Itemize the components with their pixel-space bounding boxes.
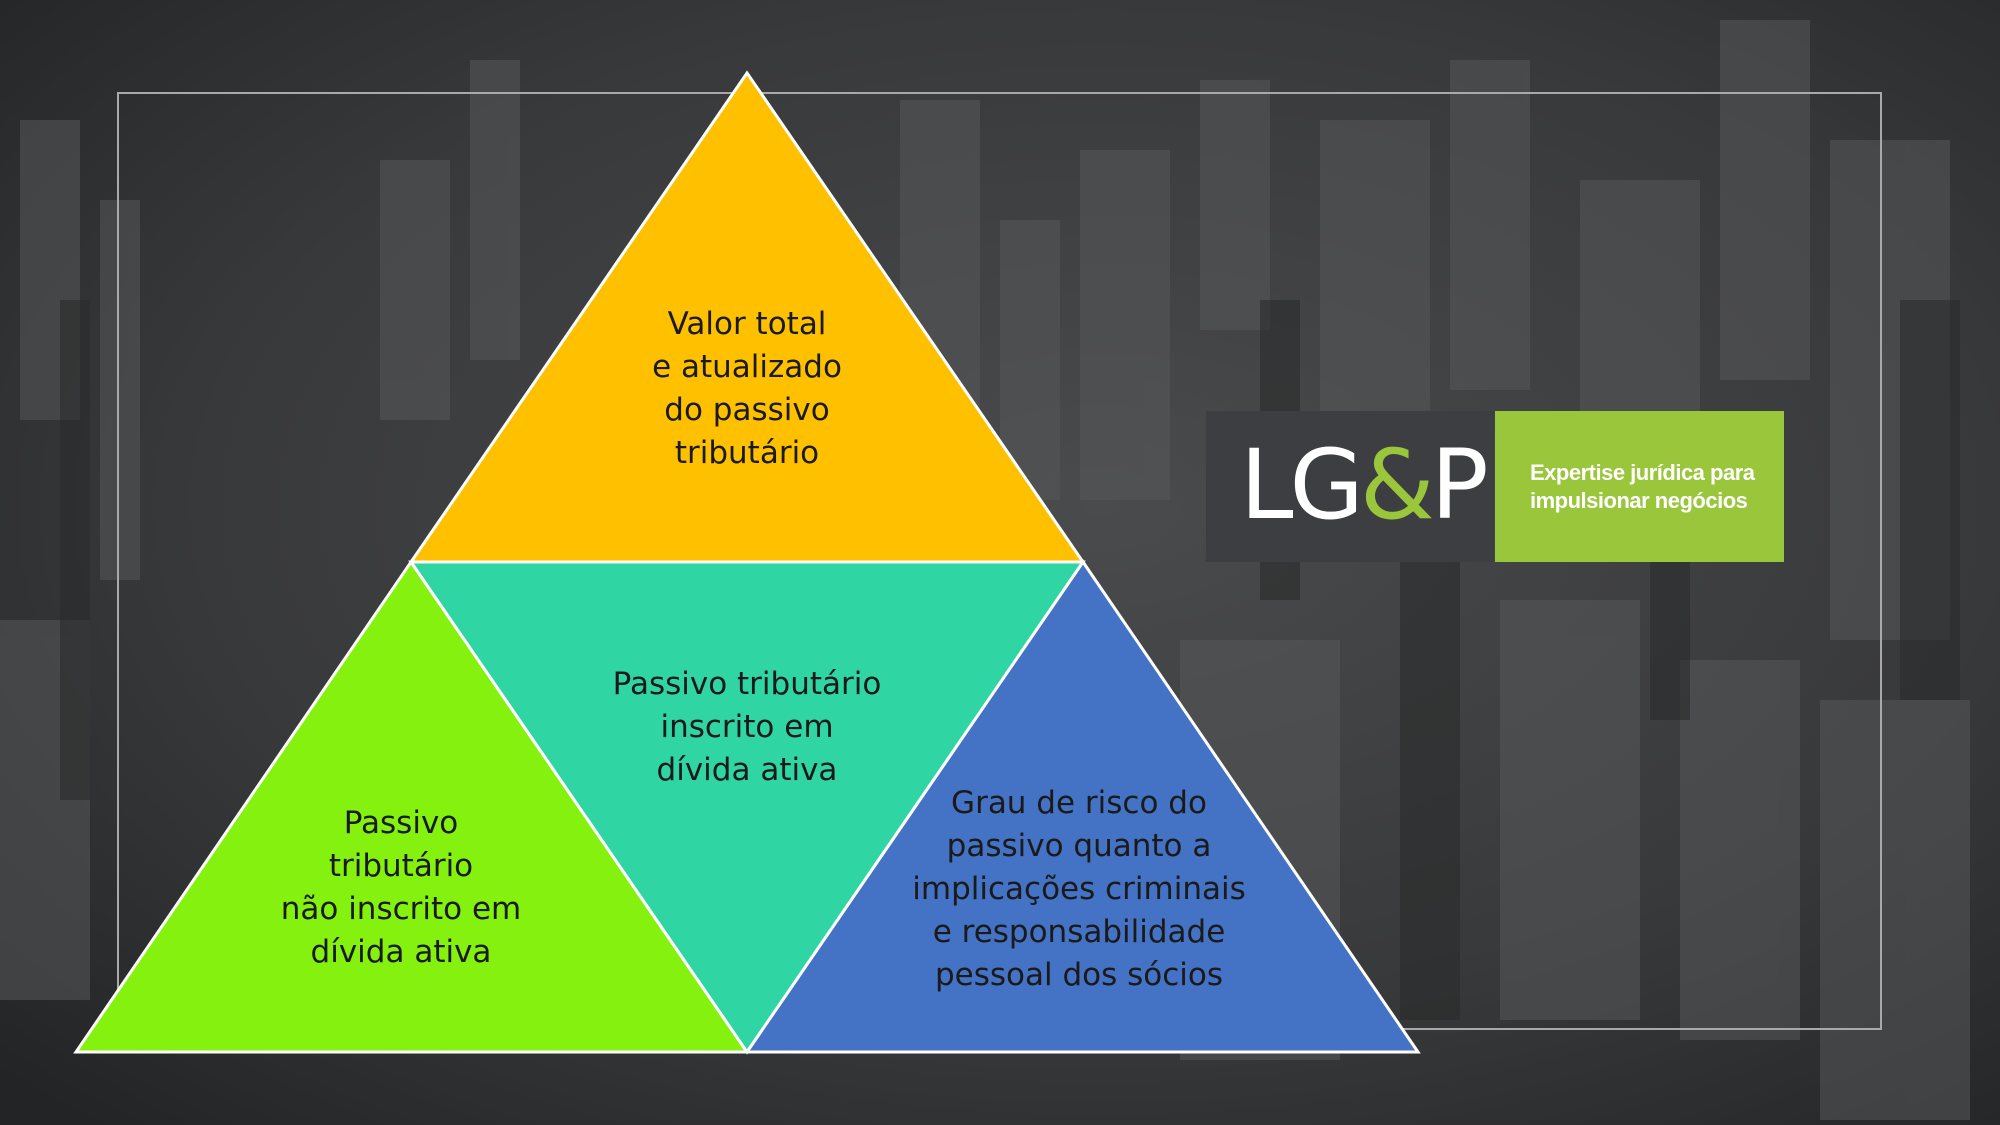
tagline-line-2: impulsionar negócios <box>1530 487 1748 513</box>
middle-triangle-label: Passivo tributário inscrito em dívida at… <box>612 666 882 788</box>
logo-tagline-panel: Expertise jurídica para impulsionar negó… <box>1495 411 1784 562</box>
top-triangle-label: Valor total e atualizado do passivo trib… <box>652 306 842 471</box>
right-triangle-label: Grau de risco do passivo quanto a implic… <box>912 785 1246 993</box>
tagline-line-1: Expertise jurídica para <box>1530 459 1755 485</box>
logo-letters-lg: LG <box>1240 429 1364 541</box>
logo-dark-panel <box>1206 411 1494 562</box>
left-triangle-label: Passivo tributário não inscrito em dívid… <box>280 805 522 970</box>
right-triangle <box>744 559 1421 1054</box>
logo-letter-p: P <box>1430 429 1489 541</box>
logo-ampersand: & <box>1359 429 1435 541</box>
company-logo: LG&P <box>1240 429 1489 541</box>
